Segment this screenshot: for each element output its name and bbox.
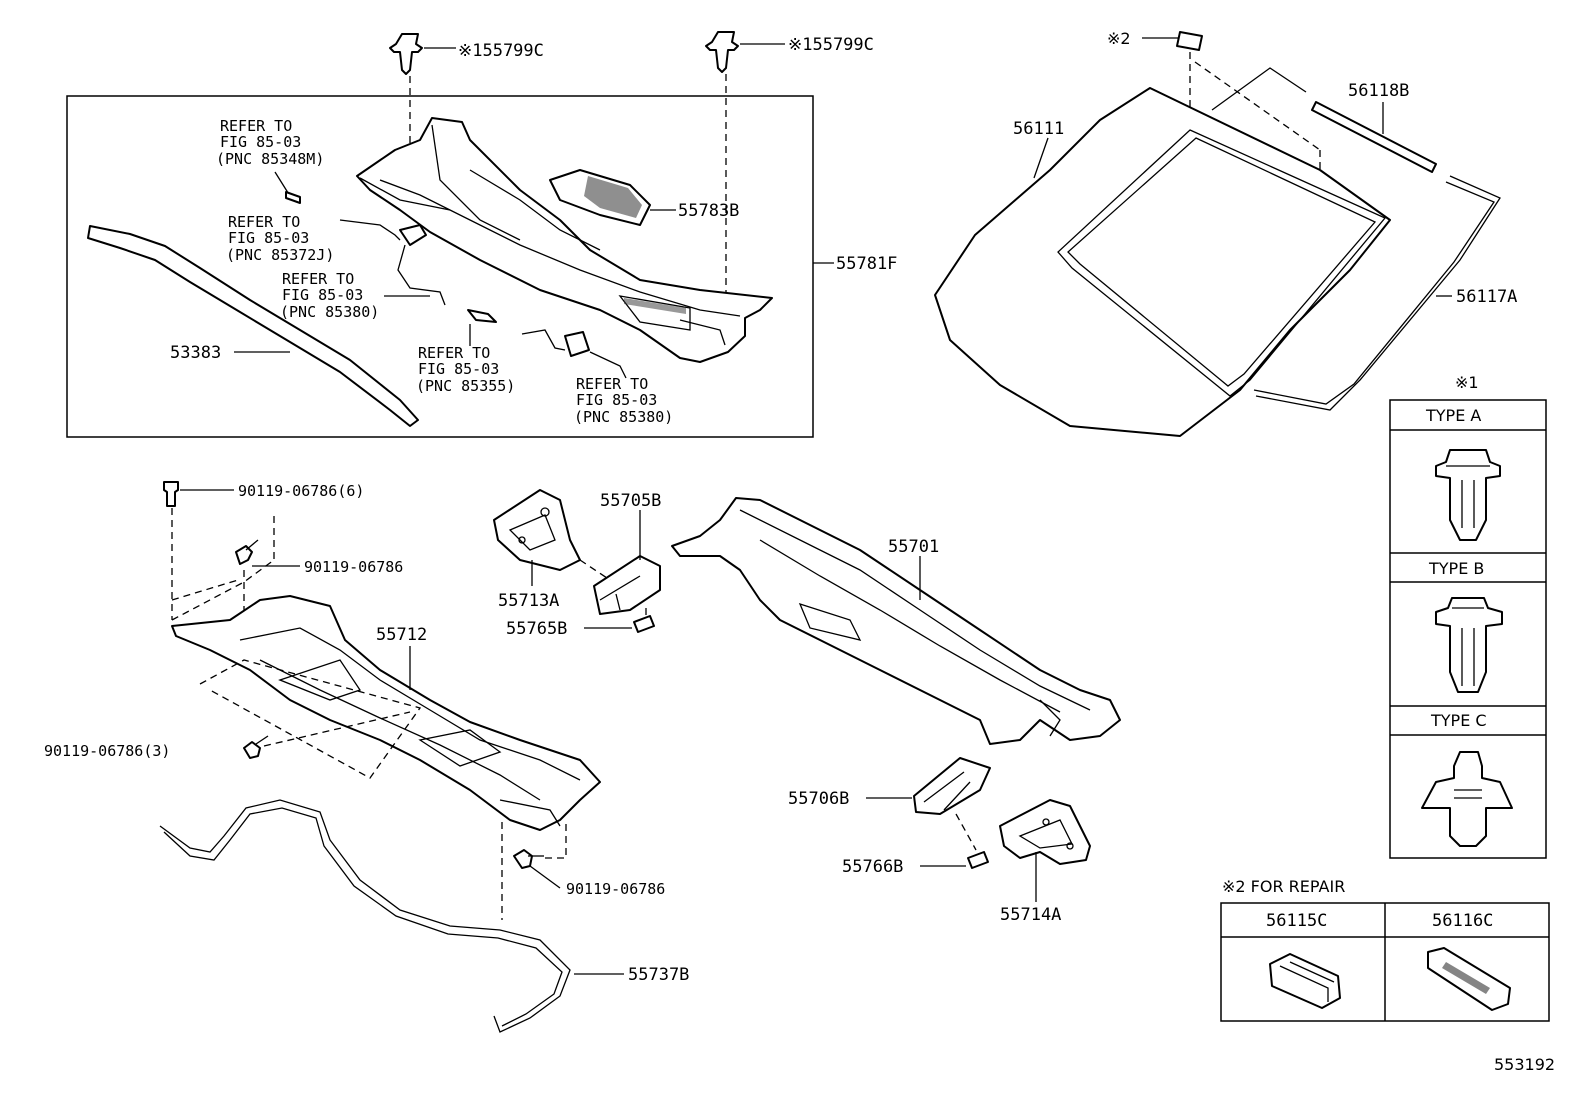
- bracket-55713a: [493, 489, 581, 571]
- bolt-icon-3: [243, 735, 269, 759]
- label-56117a: 56117A: [1456, 287, 1517, 307]
- clip-55765b: [633, 615, 655, 633]
- label-55706b: 55706B: [788, 789, 849, 809]
- clip-type-c-label: TYPE C: [1430, 711, 1487, 730]
- clip-type-a-label: TYPE A: [1425, 406, 1481, 425]
- label-55783b: 55783B: [678, 201, 739, 221]
- refer-85380-b: REFER TO FIG 85-03 (PNC 85380): [574, 375, 673, 426]
- bolt-icon-6: [163, 481, 179, 507]
- refer-85380-a: REFER TO FIG 85-03 (PNC 85380): [280, 270, 379, 321]
- label-55714a: 55714A: [1000, 905, 1061, 925]
- label-56111: 56111: [1013, 119, 1064, 139]
- repair-56115c-icon: [1269, 953, 1341, 1009]
- label-bolt-3: 90119-06786(3): [44, 742, 170, 760]
- bolt-icon-b: [513, 849, 544, 869]
- bracket-55706b: [913, 757, 991, 815]
- label-155799c-right: ※155799C: [788, 35, 874, 55]
- clip-types-table: [1389, 399, 1547, 859]
- louver-55783b: [549, 169, 651, 226]
- molding-56118b: [1311, 101, 1437, 173]
- label-55705b: 55705B: [600, 491, 661, 511]
- label-55713a: 55713A: [498, 591, 559, 611]
- refer-85372j: REFER TO FIG 85-03 (PNC 85372J): [226, 213, 334, 264]
- refer-85355: REFER TO FIG 85-03 (PNC 85355): [416, 344, 515, 395]
- repair-56116c-icon: [1427, 947, 1511, 1011]
- cowl-panel-55701: [671, 497, 1121, 745]
- clip-icon-left: [389, 33, 423, 75]
- clip-type-b-icon: [1435, 597, 1503, 693]
- cowl-top-panel: [356, 117, 773, 363]
- label-55712: 55712: [376, 625, 427, 645]
- label-bolt-a: 90119-06786: [304, 558, 403, 576]
- label-55737b: 55737B: [628, 965, 689, 985]
- repair-item-56115c: 56115C: [1266, 911, 1327, 931]
- windshield-glass-56111: [934, 87, 1391, 437]
- cowl-tray-55712: [171, 595, 601, 831]
- clip-type-c-icon: [1421, 751, 1513, 847]
- clip-icon-right: [705, 31, 739, 73]
- seal-strip-53383: [87, 225, 419, 427]
- bolt-icon-a: [235, 539, 259, 565]
- repair-title: ※2 FOR REPAIR: [1222, 877, 1345, 896]
- repair-item-56116c: 56116C: [1432, 911, 1493, 931]
- refer-85348m: REFER TO FIG 85-03 (PNC 85348M): [216, 117, 324, 168]
- label-155799c-left: ※155799C: [458, 41, 544, 61]
- bracket-55714a: [999, 799, 1091, 865]
- clip-type-a-icon: [1435, 449, 1501, 541]
- label-55701: 55701: [888, 537, 939, 557]
- clip-55766b: [967, 851, 989, 869]
- label-55781f: 55781F: [836, 254, 897, 274]
- molding-56117a: [1211, 67, 1501, 411]
- clip-type-b-label: TYPE B: [1428, 559, 1484, 578]
- clip-types-title: ※1: [1455, 373, 1479, 392]
- label-bolt-6: 90119-06786(6): [238, 482, 364, 500]
- bracket-55705b: [593, 555, 661, 615]
- label-bolt-b: 90119-06786: [566, 880, 665, 898]
- label-56118b: 56118B: [1348, 81, 1409, 101]
- label-53383: 53383: [170, 343, 221, 363]
- assembly-frame-55781f: [66, 95, 814, 438]
- seal-55737b: [159, 799, 571, 1033]
- label-55765b: 55765B: [506, 619, 567, 639]
- label-note2-marker: ※2: [1107, 29, 1131, 48]
- figure-id: 553192: [1494, 1055, 1555, 1074]
- label-55766b: 55766B: [842, 857, 903, 877]
